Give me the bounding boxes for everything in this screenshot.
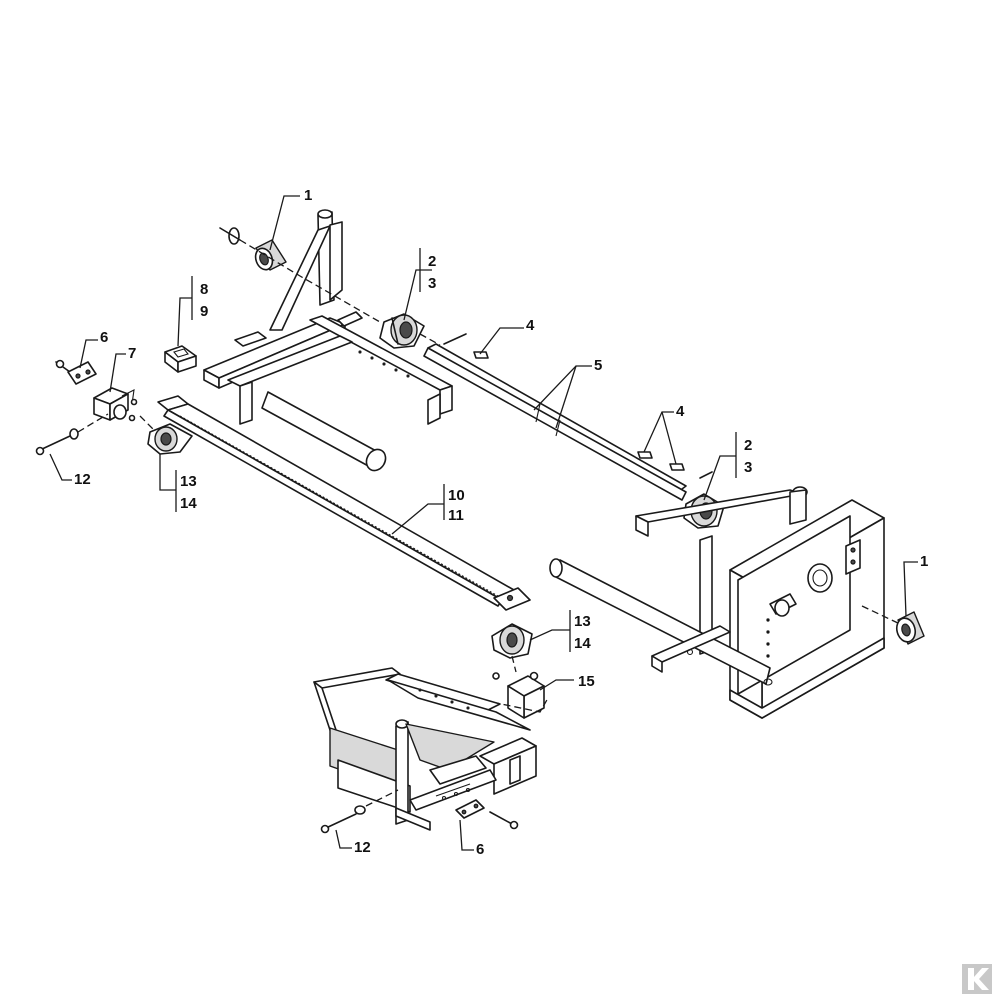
long-bar-part-10-11: [157, 395, 531, 611]
flange-part-13-14-lower: [491, 623, 533, 659]
callout-14-upper: 14: [180, 495, 197, 512]
bushing-part-1-left: [219, 227, 287, 271]
callout-8: 8: [200, 281, 208, 298]
plate-part-6-lower: [455, 799, 519, 830]
clamp-part-15: [492, 671, 545, 719]
callout-2-lower: 2: [744, 437, 752, 454]
callout-3-upper: 3: [428, 275, 436, 292]
callout-2-upper: 2: [428, 253, 436, 270]
callout-14-lower: 14: [574, 635, 591, 652]
pad-part-8-9: [164, 345, 197, 373]
callout-9: 9: [200, 303, 208, 320]
callout-10: 10: [448, 487, 465, 504]
bracket-part-6-7-left: [35, 359, 138, 456]
callout-12-lower: 12: [354, 839, 371, 856]
callout-15: 15: [578, 673, 595, 690]
bushing-part-1-right: [895, 611, 925, 645]
left-upright-frame: [203, 209, 453, 472]
callout-6-left: 6: [100, 329, 108, 346]
flange-part-13-14-upper: [147, 423, 193, 455]
callout-13-upper: 13: [180, 473, 197, 490]
callout-6-lower: 6: [476, 841, 484, 858]
callout-4-lower: 4: [676, 403, 685, 420]
callout-1-right: 1: [920, 553, 928, 570]
callout-11: 11: [448, 507, 464, 524]
callout-1-left: 1: [304, 187, 312, 204]
key-part-4: [473, 351, 685, 471]
callout-12-left: 12: [74, 471, 91, 488]
callout-4-upper: 4: [526, 317, 535, 334]
callout-3-lower: 3: [744, 459, 752, 476]
brand-k-logo: [962, 964, 992, 994]
callout-5: 5: [594, 357, 602, 374]
shaft-part-5: [423, 333, 713, 501]
callout-7: 7: [128, 345, 136, 362]
right-frame-housing: [549, 486, 885, 719]
callout-13-lower: 13: [574, 613, 591, 630]
lower-frame: [313, 667, 537, 831]
bearing-part-2-3-upper: [379, 313, 425, 349]
callouts: 1 2 3 4 5 4 2 3 1 8 9 6 7: [49, 187, 928, 858]
bolt-part-12-lower: [320, 805, 366, 834]
